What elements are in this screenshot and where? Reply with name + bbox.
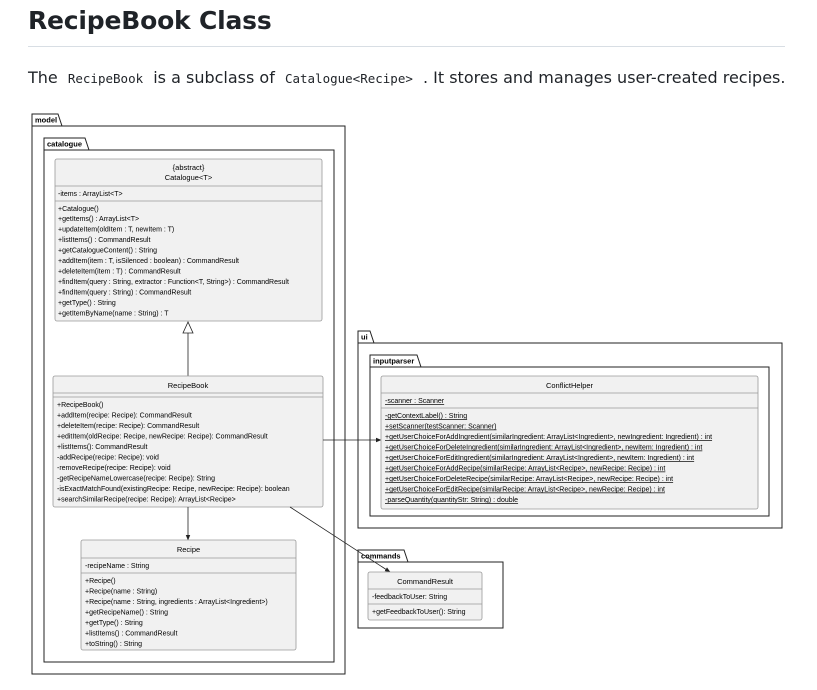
class-conflicthelper-method: +getUserChoiceForEditIngredient(similarI… — [385, 455, 694, 462]
class-recipe-method: +Recipe() — [85, 578, 116, 585]
class-commandresult-name: CommandResult — [397, 577, 454, 586]
class-recipebook-method: +deleteItem(recipe: Recipe): CommandResu… — [57, 423, 199, 430]
class-recipebook-method: +addItem(recipe: Recipe): CommandResult — [57, 413, 192, 420]
intro-paragraph: The RecipeBook is a subclass of Catalogu… — [28, 68, 785, 87]
class-catalogue-stereotype: {abstract} — [173, 163, 205, 172]
class-recipe-method: +toString() : String — [85, 641, 142, 648]
class-recipebook: RecipeBook +RecipeBook() +addItem(recipe… — [52, 375, 324, 508]
page-title: RecipeBook Class — [28, 6, 272, 35]
intro-middle: is a subclass of — [153, 68, 275, 87]
class-catalogue: {abstract} Catalogue<T> -items : ArrayLi… — [54, 158, 323, 322]
class-recipe-method: +Recipe(name : String) — [85, 589, 157, 596]
class-conflicthelper-method: +getUserChoiceForAddIngredient(similarIn… — [385, 434, 712, 441]
class-catalogue-name: Catalogue<T> — [165, 173, 213, 182]
class-commandresult-field: -feedbackToUser: String — [372, 594, 447, 601]
class-catalogue-method: +addItem(item : T, isSilenced : boolean)… — [58, 258, 239, 265]
class-catalogue-method: +getItems() : ArrayList<T> — [58, 216, 139, 223]
class-conflicthelper-method: -parseQuantity(quantityStr: String) : do… — [385, 497, 518, 504]
class-catalogue-method: +listItems() : CommandResult — [58, 237, 150, 244]
class-conflicthelper-method: -getContextLabel() : String — [385, 413, 467, 420]
package-model-label: model — [35, 116, 57, 125]
class-recipe-field: -recipeName : String — [85, 563, 149, 570]
class-conflicthelper-field: -scanner : Scanner — [385, 398, 445, 405]
class-recipe-method: +getType() : String — [85, 620, 143, 627]
class-recipebook-name: RecipeBook — [168, 381, 209, 390]
package-inputparser-label: inputparser — [373, 357, 414, 366]
class-recipe-method: +Recipe(name : String, ingredients : Arr… — [85, 599, 268, 606]
arrow-recipebook-to-commandresult — [289, 506, 391, 573]
class-recipe-method: +getRecipeName() : String — [85, 610, 168, 617]
class-conflicthelper-method: +getUserChoiceForAddRecipe(similarRecipe… — [385, 466, 665, 473]
class-catalogue-method: +getCatalogueContent() : String — [58, 248, 157, 255]
class-recipe-method: +listItems() : CommandResult — [85, 631, 177, 638]
class-recipebook-method: -addRecipe(recipe: Recipe): void — [57, 455, 159, 462]
package-commands-label: commands — [361, 552, 401, 561]
class-recipebook-method: -removeRecipe(recipe: Recipe): void — [57, 465, 171, 472]
class-commandresult: CommandResult -feedbackToUser: String +g… — [367, 571, 483, 621]
association-arrows — [185, 437, 391, 573]
class-catalogue-method: +findItem(query : String, extractor : Fu… — [58, 279, 289, 286]
intro-class-code: RecipeBook — [67, 71, 144, 86]
class-recipe: Recipe -recipeName : String +Recipe() +R… — [80, 539, 297, 651]
intro-suffix: . It stores and manages user-created rec… — [422, 68, 786, 87]
intro-parent-code: Catalogue<Recipe> — [284, 71, 413, 86]
class-commandresult-method: +getFeedbackToUser(): String — [372, 609, 466, 616]
class-recipe-name: Recipe — [177, 545, 200, 554]
class-catalogue-method: +deleteItem(item : T) : CommandResult — [58, 269, 181, 276]
class-conflicthelper-method: +getUserChoiceForEditRecipe(similarRecip… — [385, 487, 665, 494]
class-conflicthelper: ConflictHelper -scanner : Scanner -getCo… — [380, 375, 759, 510]
class-catalogue-field: -items : ArrayList<T> — [58, 191, 123, 198]
title-divider — [28, 46, 785, 47]
package-catalogue-label: catalogue — [47, 140, 82, 149]
intro-prefix: The — [28, 68, 58, 87]
class-catalogue-method: +findItem(query : String) : CommandResul… — [58, 290, 191, 297]
class-conflicthelper-name: ConflictHelper — [546, 381, 594, 390]
class-catalogue-method: +getType() : String — [58, 300, 116, 307]
package-ui-label: ui — [361, 333, 368, 342]
class-recipebook-method: +listItems(): CommandResult — [57, 444, 147, 451]
class-catalogue-method: +updateItem(oldItem : T, newItem : T) — [58, 227, 174, 234]
class-catalogue-method: +Catalogue() — [58, 206, 99, 213]
class-conflicthelper-method: +setScanner(testScanner: Scanner) — [385, 424, 496, 431]
class-recipebook-method: +searchSimilarRecipe(recipe: Recipe): Ar… — [57, 497, 236, 504]
class-recipebook-method: -isExactMatchFound(existingRecipe: Recip… — [57, 486, 290, 493]
class-conflicthelper-method: +getUserChoiceForDeleteIngredient(simila… — [385, 445, 702, 452]
class-conflicthelper-method: +getUserChoiceForDeleteRecipe(similarRec… — [385, 476, 673, 483]
class-recipebook-method: +RecipeBook() — [57, 402, 104, 409]
class-recipebook-method: -getRecipeNameLowercase(recipe: Recipe):… — [57, 476, 215, 483]
class-catalogue-method: +getItemByName(name : String) : T — [58, 311, 169, 318]
class-recipebook-method: +editItem(oldRecipe: Recipe, newRecipe: … — [57, 434, 268, 441]
inheritance-arrow — [182, 321, 194, 376]
